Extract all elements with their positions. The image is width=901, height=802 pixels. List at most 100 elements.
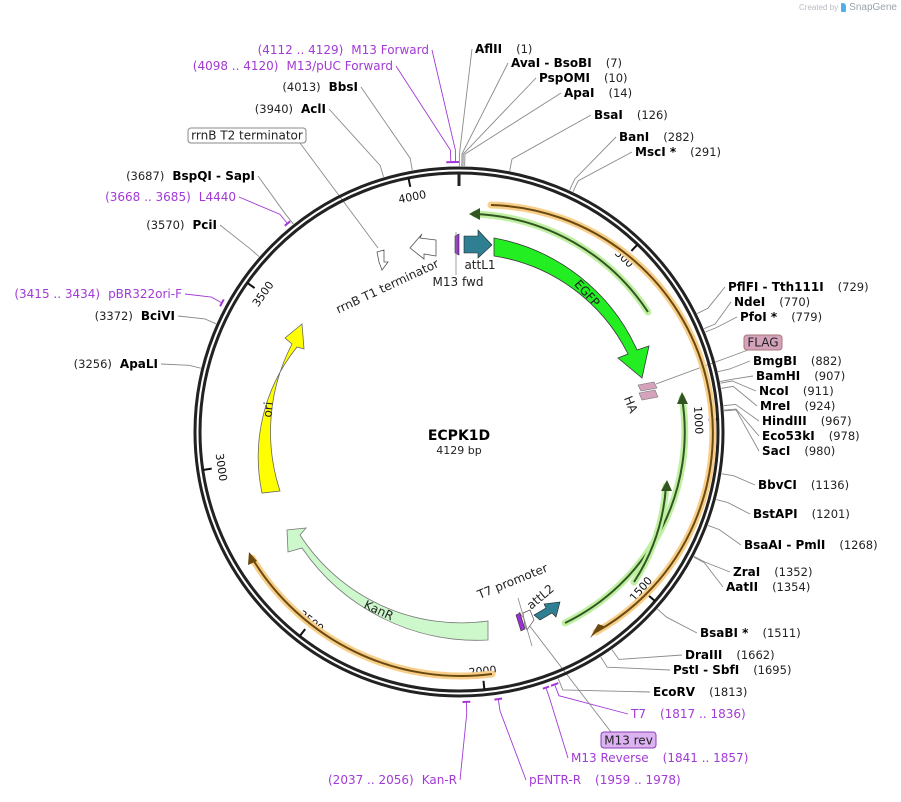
feature-callout[interactable]: M13 rev <box>600 731 657 749</box>
enzyme-site[interactable]: BsaI(126) <box>594 108 668 122</box>
enzyme-name[interactable]: PflFI - Tth111I <box>728 280 824 294</box>
primer-name[interactable]: M13/pUC Forward <box>286 59 393 73</box>
enzyme-site[interactable]: PstI - SbfI(1695) <box>673 663 791 677</box>
primer-range: (2037 .. 2056) <box>328 773 414 787</box>
feature-callout[interactable]: FLAG <box>743 334 783 351</box>
primer-site[interactable]: T7(1817 .. 1836) <box>550 682 746 721</box>
rrnb-t1-terminator-feature[interactable] <box>409 233 437 260</box>
enzyme-site[interactable]: PflFI - Tth111I (729) <box>728 280 869 294</box>
enzyme-name[interactable]: PspOMI <box>539 71 590 85</box>
enzyme-site[interactable]: AflII (1) <box>475 42 532 56</box>
enzyme-name[interactable]: BsaI <box>594 108 623 122</box>
attL1-feature[interactable] <box>463 229 493 259</box>
enzyme-name[interactable]: BciVI <box>141 309 175 323</box>
enzyme-site[interactable]: HindIII(967) <box>762 414 852 428</box>
enzyme-site[interactable]: BsaAI - PmlI(1268) <box>744 538 878 552</box>
enzyme-site[interactable]: PciI(3570) <box>146 218 217 232</box>
primer-name[interactable]: Kan-R <box>422 773 457 787</box>
enzyme-name[interactable]: PfoI * <box>740 310 778 324</box>
enzyme-site[interactable]: MreI(924) <box>760 399 835 413</box>
egfp-feature[interactable] <box>493 237 650 379</box>
enzyme-site[interactable]: BmgBI(882) <box>753 354 842 368</box>
primer-site[interactable]: M13 Forward(4112 .. 4129) <box>258 43 460 164</box>
enzyme-name[interactable]: AatII <box>726 580 758 594</box>
enzyme-site[interactable]: ZraI(1352) <box>733 565 812 579</box>
enzyme-name[interactable]: MscI * <box>635 145 677 159</box>
primer-name[interactable]: M13 Forward <box>351 43 429 57</box>
primer-name[interactable]: T7 <box>630 707 646 721</box>
enzyme-name[interactable]: ZraI <box>733 565 760 579</box>
enzyme-name[interactable]: Eco53kI <box>762 429 815 443</box>
enzyme-name[interactable]: NcoI <box>759 384 789 398</box>
enzyme-site[interactable]: BciVI(3372) <box>95 309 175 323</box>
rrnb-t2-terminator-feature[interactable] <box>376 249 389 271</box>
enzyme-site[interactable]: NdeI (770) <box>734 295 810 309</box>
enzyme-name[interactable]: EcoRV <box>653 685 696 699</box>
enzyme-site[interactable]: ApaLI(3256) <box>74 357 158 371</box>
primer-site[interactable]: Kan-R (2037 .. 2056) <box>328 700 471 787</box>
primer-name[interactable]: pBR322ori-F <box>108 287 182 301</box>
enzyme-position: (1511) <box>762 626 800 640</box>
enzyme-name[interactable]: ApaLI <box>120 357 158 371</box>
enzyme-site[interactable]: PfoI *(779) <box>740 310 822 324</box>
enzyme-name[interactable]: AvaI - BsoBI <box>511 56 592 70</box>
enzyme-position: (770) <box>779 295 810 309</box>
enzyme-name[interactable]: BbsI <box>329 80 358 94</box>
primer-name[interactable]: L4440 <box>199 190 236 204</box>
enzyme-name[interactable]: BsaBI * <box>700 626 749 640</box>
enzyme-site[interactable]: ApaI(14) <box>564 86 632 100</box>
enzyme-name[interactable]: ApaI <box>564 86 594 100</box>
enzyme-site[interactable]: BbsI(4013) <box>282 80 358 94</box>
enzyme-site[interactable]: BstAPI(1201) <box>753 507 850 521</box>
primer-site[interactable]: M13/pUC Forward(4098 .. 4120) <box>193 59 456 164</box>
enzyme-name[interactable]: AclI <box>301 102 326 116</box>
enzyme-name[interactable]: BbvCI <box>758 478 797 492</box>
enzyme-site[interactable]: AclI(3940) <box>255 102 326 116</box>
ha-tag-feature[interactable] <box>637 381 659 401</box>
label-leader-lines <box>160 48 760 781</box>
primer-site[interactable]: pBR322ori-F(3415 .. 3434) <box>14 287 225 307</box>
enzyme-name[interactable]: PstI - SbfI <box>673 663 739 677</box>
feature-callout[interactable]: rrnB T2 terminator <box>187 127 307 144</box>
enzyme-site[interactable]: BsaBI * (1511) <box>700 626 801 640</box>
ori-feature[interactable] <box>257 323 305 494</box>
enzyme-position: (729) <box>838 280 869 294</box>
kanr-feature[interactable] <box>286 527 489 641</box>
primer-site[interactable]: pENTR-R(1959 .. 1978) <box>494 697 681 787</box>
enzyme-name[interactable]: NdeI <box>734 295 765 309</box>
orf-green-right-long[interactable] <box>561 394 689 627</box>
enzyme-name[interactable]: BanI <box>619 130 649 144</box>
enzyme-site[interactable]: AatII(1354) <box>726 580 810 594</box>
enzyme-name[interactable]: PciI <box>193 218 218 232</box>
enzyme-site[interactable]: BspQI - SapI(3687) <box>126 169 255 183</box>
enzyme-name[interactable]: SacI <box>762 444 790 458</box>
enzyme-site[interactable]: EcoRV(1813) <box>653 685 747 699</box>
enzyme-name[interactable]: MreI <box>760 399 790 413</box>
primer-site[interactable]: L4440(3668 .. 3685) <box>105 190 291 227</box>
m13-rev-feature[interactable] <box>515 612 526 632</box>
enzyme-site[interactable]: MscI *(291) <box>635 145 721 159</box>
enzyme-name[interactable]: BamHI <box>756 369 800 383</box>
primer-name[interactable]: pENTR-R <box>529 773 581 787</box>
enzyme-position: (1) <box>516 42 532 56</box>
enzyme-name[interactable]: BmgBI <box>753 354 797 368</box>
attL2-feature[interactable] <box>533 601 561 621</box>
enzyme-name[interactable]: BsaAI - PmlI <box>744 538 825 552</box>
enzyme-site[interactable]: PspOMI(10) <box>539 71 628 85</box>
enzyme-site[interactable]: BamHI(907) <box>756 369 845 383</box>
enzyme-site[interactable]: BbvCI(1136) <box>758 478 849 492</box>
enzyme-name[interactable]: AflII <box>475 42 502 56</box>
enzyme-name[interactable]: HindIII <box>762 414 807 428</box>
enzyme-site[interactable]: BanI(282) <box>619 130 694 144</box>
ori-label: ori <box>260 401 275 418</box>
enzyme-site[interactable]: SacI(980) <box>762 444 835 458</box>
enzyme-name[interactable]: BspQI - SapI <box>172 169 255 183</box>
enzyme-name[interactable]: BstAPI <box>753 507 798 521</box>
enzyme-site[interactable]: Eco53kI(978) <box>762 429 860 443</box>
primer-site[interactable]: M13 Reverse(1841 .. 1857) <box>542 685 749 765</box>
enzyme-name[interactable]: DraIII <box>685 648 722 662</box>
enzyme-site[interactable]: AvaI - BsoBI(7) <box>511 56 622 70</box>
primer-name[interactable]: M13 Reverse <box>571 751 649 765</box>
enzyme-site[interactable]: NcoI(911) <box>759 384 834 398</box>
enzyme-site[interactable]: DraIII(1662) <box>685 648 775 662</box>
